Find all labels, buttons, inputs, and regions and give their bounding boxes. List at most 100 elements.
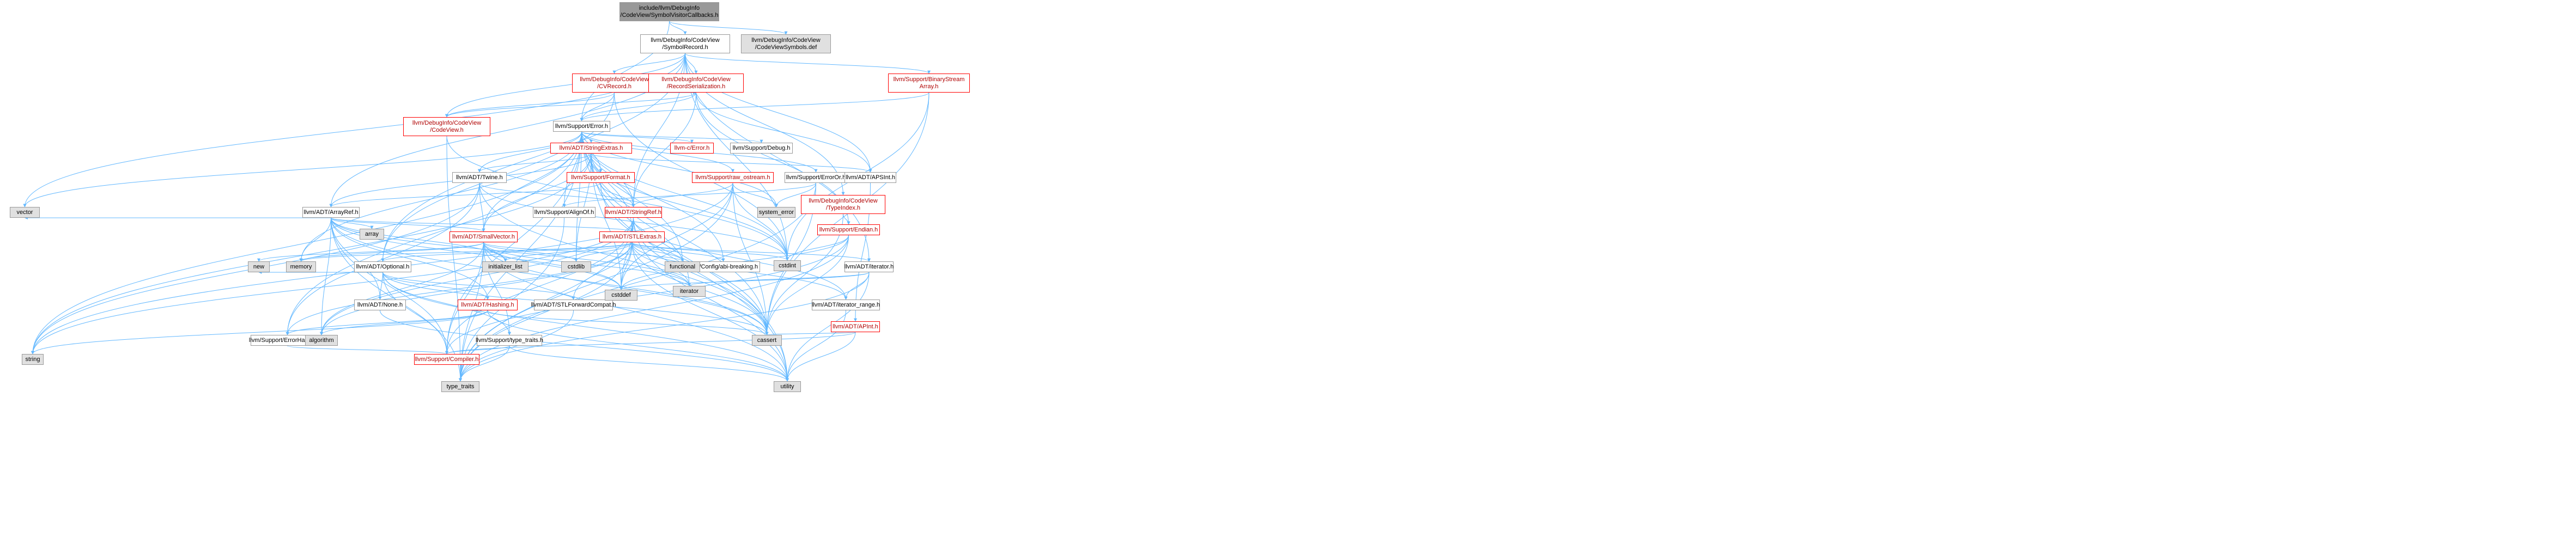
- edge-error-to-cerror: [581, 131, 694, 143]
- edge-stlextras-to-cstdint: [631, 242, 789, 261]
- edge-strextras-to-smallvec: [482, 153, 592, 232]
- edge-smallvec-to-compiler: [445, 242, 484, 355]
- edge-format-to-arrayref: [329, 182, 601, 207]
- graph-node-label: llvm/ADT/StringExtras.h: [559, 144, 623, 151]
- edge-cvrecord-to-codeview: [445, 92, 615, 118]
- edge-none-to-utility: [380, 310, 789, 382]
- edge-error-to-cstdint: [581, 131, 789, 261]
- edge-error-to-rawostream: [581, 131, 734, 173]
- graph-node-label: llvm/ADT/APSInt.h: [845, 174, 896, 181]
- edge-arrayref-to-algorithm: [320, 217, 331, 335]
- edge-smallvec-to-algorithm: [320, 242, 484, 335]
- edge-smallvec-to-functional: [483, 242, 684, 262]
- graph-node-functional: functional: [665, 261, 700, 272]
- graph-node-twine[interactable]: llvm/ADT/Twine.h: [452, 172, 507, 183]
- graph-node-focus[interactable]: include/llvm/DebugInfo /CodeView/SymbolV…: [619, 2, 719, 21]
- graph-node-binstream[interactable]: llvm/Support/BinaryStream Array.h: [888, 74, 970, 93]
- edge-arrayref-to-array: [331, 217, 374, 229]
- edge-stlextras-to-stlfwd: [572, 242, 633, 300]
- graph-node-label: string: [25, 356, 40, 363]
- graph-node-optional[interactable]: llvm/ADT/Optional.h: [354, 261, 411, 272]
- edge-error-to-debug: [581, 131, 763, 143]
- edge-arrayref-to-cstddef: [331, 217, 623, 290]
- edge-symrec-to-codeview: [445, 53, 685, 118]
- edge-endian-to-cstdint: [786, 235, 849, 261]
- graph-node-label: llvm/ADT/None.h: [357, 301, 403, 308]
- graph-node-iterrange[interactable]: llvm/ADT/iterator_range.h: [812, 300, 880, 310]
- graph-node-label: utility: [780, 383, 794, 390]
- edge-arrayref-to-cassert: [331, 217, 769, 335]
- graph-node-smallvec[interactable]: llvm/ADT/SmallVector.h: [449, 231, 518, 242]
- graph-node-label: llvm/ADT/APInt.h: [833, 323, 878, 330]
- edge-cvrecord-to-error: [580, 92, 615, 121]
- edge-arrayref-to-compiler: [331, 217, 448, 355]
- graph-node-apsint[interactable]: llvm/ADT/APSInt.h: [845, 172, 896, 183]
- graph-node-cvrecord[interactable]: llvm/DebugInfo/CodeView /CVRecord.h: [572, 74, 657, 93]
- edge-recser-to-stringref: [631, 92, 696, 207]
- graph-node-compiler[interactable]: llvm/Support/Compiler.h: [414, 354, 479, 365]
- graph-node-label: cassert: [757, 337, 777, 344]
- edge-strextras-to-string: [31, 153, 592, 355]
- graph-node-strextras[interactable]: llvm/ADT/StringExtras.h: [550, 143, 632, 154]
- edge-twine-to-stringref: [479, 182, 635, 207]
- graph-node-stlextras[interactable]: llvm/ADT/STLExtras.h: [599, 231, 665, 242]
- edge-stringref-to-iterrange: [633, 217, 848, 300]
- edge-hashing-to-utility: [487, 310, 789, 382]
- graph-node-recser[interactable]: llvm/DebugInfo/CodeView /RecordSerializa…: [648, 74, 744, 93]
- edge-rawostream-to-syserror: [732, 182, 778, 207]
- edge-rawostream-to-typetraitsstd: [459, 182, 733, 382]
- graph-node-stlfwd[interactable]: llvm/ADT/STLForwardCompat.h: [531, 300, 616, 310]
- edge-typetraits-to-utility: [509, 345, 789, 382]
- graph-node-rawostream[interactable]: llvm/Support/raw_ostream.h: [692, 172, 774, 183]
- edge-smallvec-to-new: [257, 242, 484, 262]
- graph-node-format[interactable]: llvm/Support/Format.h: [567, 172, 635, 183]
- graph-node-label: llvm/Support/Error.h: [555, 123, 609, 130]
- graph-node-label: initializer_list: [488, 263, 523, 270]
- graph-node-syserror: system_error: [757, 207, 795, 218]
- graph-node-memory: memory: [286, 261, 316, 272]
- graph-node-erroror[interactable]: llvm/Support/ErrorOr.h: [785, 172, 847, 183]
- edge-stlextras-to-iterator: [631, 242, 871, 262]
- graph-node-label: llvm/ADT/ArrayRef.h: [303, 209, 359, 216]
- graph-node-stringref[interactable]: llvm/ADT/StringRef.h: [605, 207, 662, 218]
- graph-node-hashing[interactable]: llvm/ADT/Hashing.h: [458, 300, 518, 310]
- edge-endian-to-compiler: [445, 235, 849, 355]
- edge-rawostream-to-cassert: [732, 182, 769, 335]
- graph-node-label: vector: [16, 209, 33, 216]
- graph-node-iterator[interactable]: llvm/ADT/iterator.h: [845, 261, 894, 272]
- edge-smallvec-to-typetraits: [483, 242, 511, 335]
- graph-node-label: type_traits: [446, 383, 475, 390]
- graph-node-alignof[interactable]: llvm/Support/AlignOf.h: [533, 207, 596, 218]
- graph-node-label: llvm/DebugInfo/CodeView /CVRecord.h: [580, 76, 649, 90]
- graph-node-symrec[interactable]: llvm/DebugInfo/CodeView /SymbolRecord.h: [640, 34, 730, 53]
- edge-stringref-to-string: [31, 217, 634, 355]
- graph-node-label: llvm/DebugInfo/CodeView /CodeView.h: [412, 119, 482, 133]
- graph-node-codeview[interactable]: llvm/DebugInfo/CodeView /CodeView.h: [403, 117, 490, 136]
- graph-node-error[interactable]: llvm/Support/Error.h: [553, 121, 610, 132]
- edge-rawostream-to-cstdint: [732, 182, 789, 261]
- graph-node-cfgbreak[interactable]: llvm/Config/abi-breaking.h: [686, 261, 760, 272]
- edge-focus-to-symrec: [669, 21, 687, 35]
- graph-node-typeindex[interactable]: llvm/DebugInfo/CodeView /TypeIndex.h: [801, 195, 885, 214]
- edge-stlextras-to-optional: [381, 242, 633, 262]
- graph-node-label: array: [364, 230, 379, 237]
- graph-node-apint[interactable]: llvm/ADT/APInt.h: [831, 321, 880, 332]
- graph-node-label: cstdint: [779, 262, 796, 269]
- graph-node-label: llvm/ADT/StringRef.h: [605, 209, 661, 216]
- edge-recser-to-apsint: [696, 92, 872, 173]
- edge-stlextras-to-initlist: [503, 242, 633, 262]
- graph-node-endian[interactable]: llvm/Support/Endian.h: [817, 224, 880, 235]
- graph-node-algorithm: algorithm: [305, 335, 338, 346]
- graph-node-none[interactable]: llvm/ADT/None.h: [354, 300, 406, 310]
- graph-node-cerror[interactable]: llvm-c/Error.h: [670, 143, 714, 154]
- graph-node-arrayref[interactable]: llvm/ADT/ArrayRef.h: [302, 207, 360, 218]
- edge-stringref-to-cstddef: [619, 217, 634, 290]
- graph-node-typetraits[interactable]: llvm/Support/type_traits.h: [476, 335, 543, 346]
- graph-node-utility: utility: [774, 381, 801, 392]
- edge-stlextras-to-memory: [299, 242, 633, 262]
- edge-arrayref-to-smallvec: [331, 217, 485, 232]
- graph-node-label: llvm/ADT/iterator_range.h: [811, 301, 880, 308]
- graph-node-debug[interactable]: llvm/Support/Debug.h: [730, 143, 793, 154]
- edge-optional-to-utility: [382, 272, 789, 382]
